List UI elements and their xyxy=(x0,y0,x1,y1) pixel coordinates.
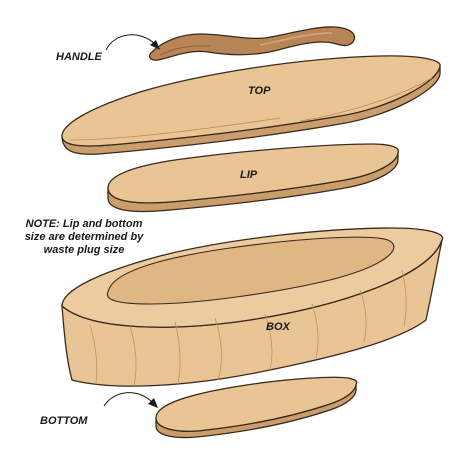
note-lead: NOTE: xyxy=(25,218,60,230)
note-body: Lip and bottom size are determined by wa… xyxy=(24,218,144,256)
bottom-leader-arrow xyxy=(103,392,153,407)
bottom-part xyxy=(155,376,358,439)
box-part xyxy=(61,227,444,387)
handle-arrowhead xyxy=(150,40,160,50)
bottom-label: BOTTOM xyxy=(40,415,88,427)
top-part xyxy=(61,55,441,155)
top-label: TOP xyxy=(248,85,271,97)
box-label: BOX xyxy=(266,321,291,333)
lip-part xyxy=(107,143,399,213)
size-note: NOTE: Lip and bottom size are determined… xyxy=(14,218,154,257)
lip-label: LIP xyxy=(240,169,258,181)
handle-leader-arrow xyxy=(105,34,156,51)
handle-label: HANDLE xyxy=(56,51,102,63)
handle-part xyxy=(148,26,356,61)
bottom-arrowhead xyxy=(148,398,158,408)
